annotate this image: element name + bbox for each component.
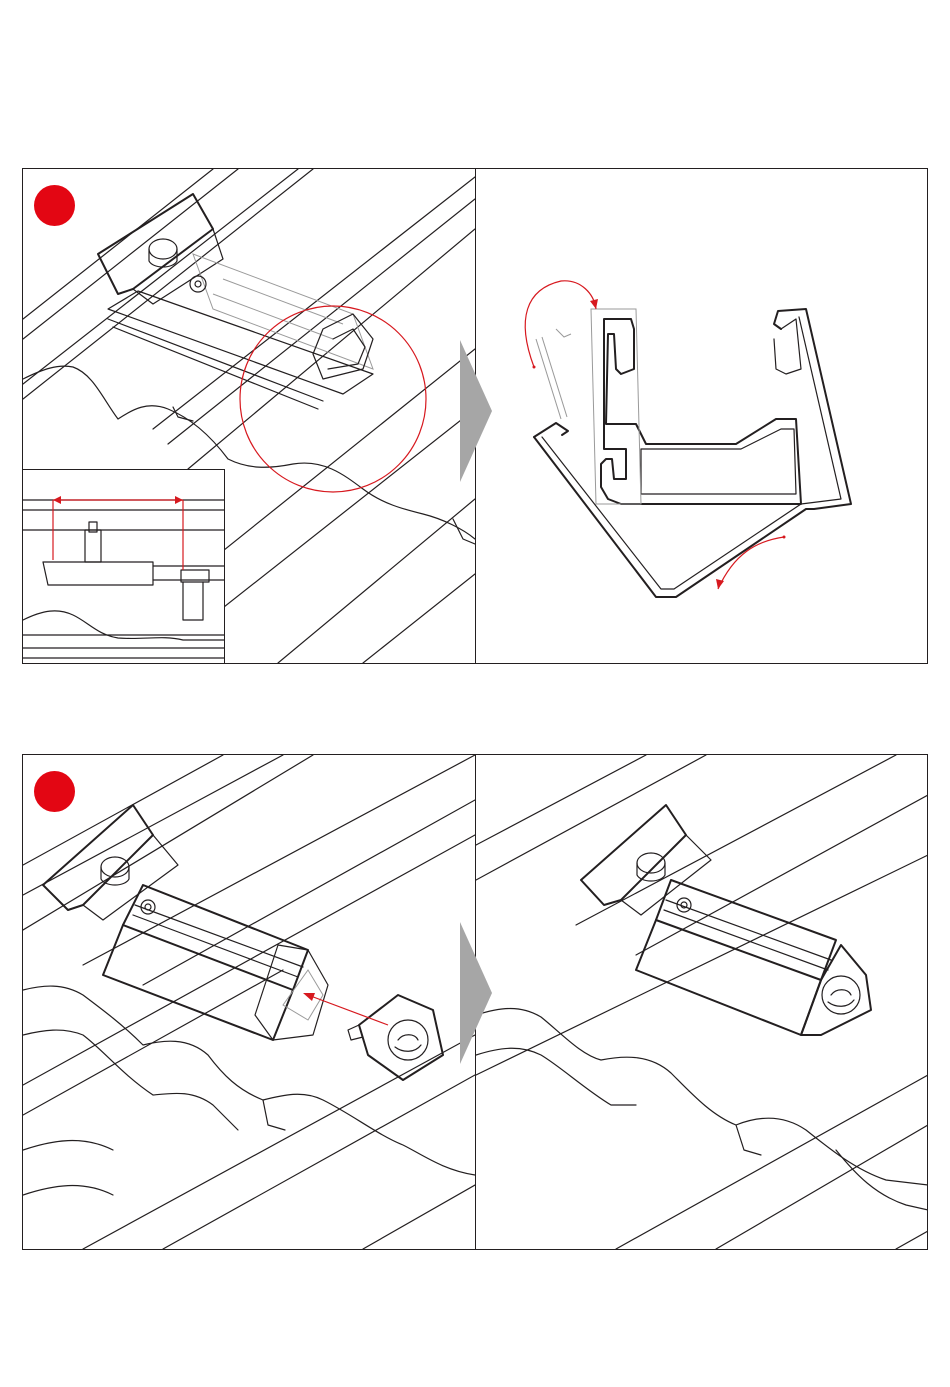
step-1-cross-section-view (475, 169, 928, 663)
next-step-arrow-1 (460, 340, 492, 482)
measurement-drawing (23, 470, 224, 663)
end-cap-cross-section (476, 169, 928, 663)
step-1-installation-view (23, 169, 475, 663)
end-cap-insertion-drawing (23, 755, 475, 1249)
detail-circle (240, 306, 426, 492)
chevron-right-icon (460, 922, 492, 1064)
end-cap-installed-drawing (476, 755, 928, 1249)
step-2-result-view (475, 755, 928, 1249)
step-marker-2 (34, 771, 75, 812)
chevron-right-icon (460, 340, 492, 482)
red-dot-icon (34, 771, 75, 812)
next-step-arrow-2 (460, 922, 492, 1064)
step-2-insertion-view (23, 755, 475, 1249)
red-dot-icon (34, 185, 75, 226)
measurement-inset (23, 469, 225, 663)
step-marker-1 (34, 185, 75, 226)
